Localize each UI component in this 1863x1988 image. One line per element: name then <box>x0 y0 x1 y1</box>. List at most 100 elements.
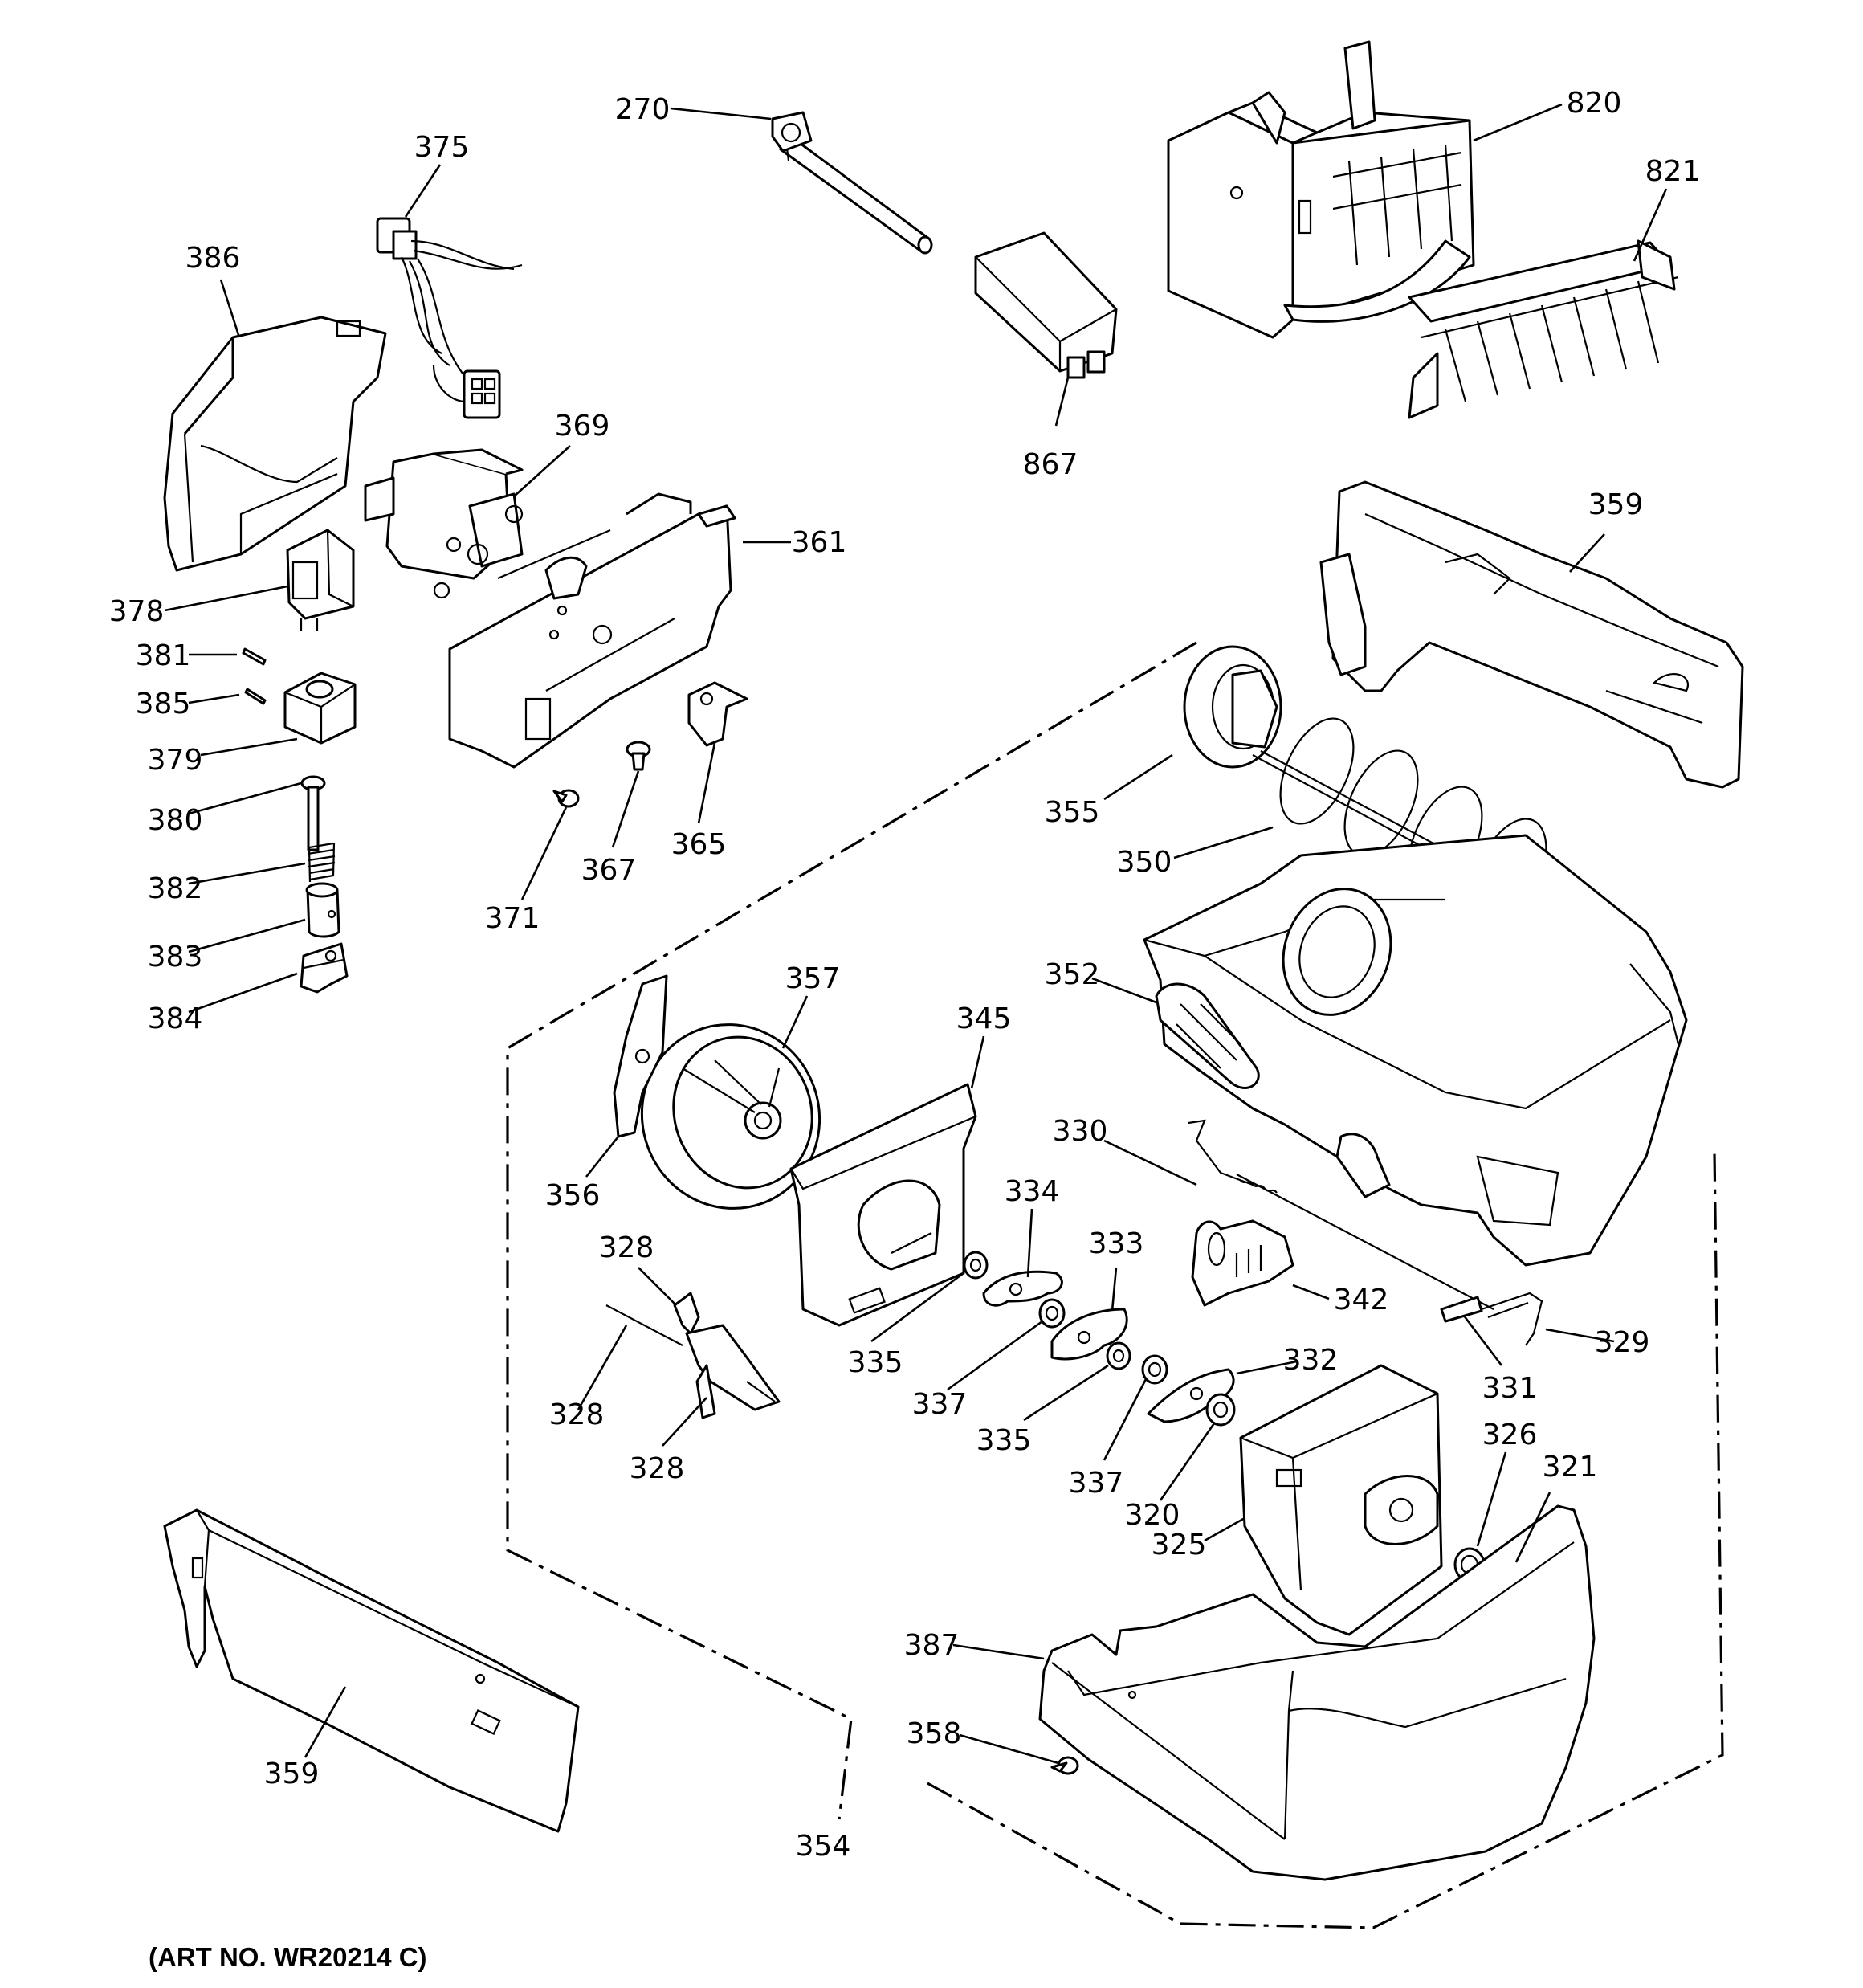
callout-345: 345 <box>956 1002 1012 1035</box>
part-386-motor-housing <box>163 316 387 572</box>
callout-335-bottom: 335 <box>976 1424 1032 1457</box>
leader-334 <box>1026 1208 1033 1278</box>
callout-330: 330 <box>1053 1115 1108 1148</box>
part-380-plunger <box>300 775 326 851</box>
callout-365: 365 <box>671 828 727 861</box>
leader-359-top <box>1569 533 1605 573</box>
callout-361: 361 <box>792 526 847 559</box>
callout-385: 385 <box>136 688 191 720</box>
callout-359-bottom: 359 <box>264 1757 320 1790</box>
callout-371: 371 <box>485 902 540 935</box>
callout-335-top: 335 <box>848 1346 903 1379</box>
part-381-pin <box>242 647 267 666</box>
part-359-upper-rail <box>1319 480 1744 789</box>
part-354-assembly <box>506 641 1724 1929</box>
leader-382 <box>188 862 306 885</box>
callout-325: 325 <box>1152 1529 1207 1561</box>
leader-379 <box>200 737 298 757</box>
callout-379: 379 <box>148 744 203 777</box>
leader-375 <box>404 164 442 218</box>
callout-382: 382 <box>148 872 203 905</box>
part-328-lever <box>605 1292 781 1419</box>
leader-821 <box>1633 188 1668 262</box>
leader-337-bottom <box>1103 1377 1148 1461</box>
leader-321 <box>1514 1492 1551 1563</box>
leader-369 <box>513 445 571 497</box>
part-352-ice-bucket <box>1143 834 1688 1267</box>
part-867-shutoff-arm <box>974 231 1118 379</box>
part-330-rod <box>1188 1119 1494 1310</box>
leader-359-bottom <box>304 1686 347 1758</box>
leader-386 <box>219 279 241 338</box>
part-820-ice-maker <box>1167 40 1475 339</box>
callout-367: 367 <box>581 854 637 887</box>
leader-387 <box>952 1643 1045 1660</box>
callout-380: 380 <box>148 804 203 837</box>
callout-867: 867 <box>1023 448 1078 481</box>
callout-355: 355 <box>1045 796 1100 829</box>
part-369-auger-motor <box>364 448 524 599</box>
leader-lines <box>164 103 1668 1765</box>
callout-328-top: 328 <box>599 1231 654 1264</box>
part-342-actuator <box>1191 1219 1294 1307</box>
callout-378: 378 <box>109 595 165 628</box>
part-382-spring <box>307 842 336 883</box>
callout-381: 381 <box>136 639 191 672</box>
part-821-ejector <box>1408 239 1679 419</box>
callout-332: 332 <box>1283 1344 1339 1377</box>
leader-820 <box>1473 103 1563 142</box>
part-332-cam <box>1147 1368 1235 1423</box>
leader-867 <box>1054 377 1070 427</box>
part-337-bushing <box>1038 1298 1168 1385</box>
leader-335-top <box>870 1272 964 1343</box>
part-356-blade <box>613 974 668 1138</box>
callout-369: 369 <box>555 410 610 443</box>
part-270-fill-tube <box>771 111 933 255</box>
callout-383: 383 <box>148 941 203 974</box>
leader-358 <box>959 1733 1059 1765</box>
part-367-screw <box>626 741 651 771</box>
callout-357: 357 <box>785 962 841 995</box>
leader-350 <box>1173 826 1274 859</box>
part-384-bracket <box>300 942 349 994</box>
callout-329: 329 <box>1595 1326 1650 1359</box>
callout-333: 333 <box>1089 1227 1144 1260</box>
part-385-pin <box>244 688 267 705</box>
leader-331 <box>1462 1315 1503 1366</box>
callout-labels: 270 375 820 821 386 369 361 867 359 378 … <box>109 87 1701 1863</box>
callout-320: 320 <box>1125 1499 1180 1532</box>
callout-356: 356 <box>545 1179 601 1212</box>
leader-367 <box>611 770 640 848</box>
part-325-crusher-block <box>1239 1364 1443 1636</box>
callout-386: 386 <box>185 242 241 275</box>
part-379-block <box>283 672 357 745</box>
leader-380 <box>188 782 302 815</box>
callout-384: 384 <box>148 1002 203 1035</box>
leader-335-bottom <box>1023 1364 1109 1422</box>
leader-357 <box>781 995 809 1049</box>
leader-326 <box>1476 1451 1507 1547</box>
part-371-screw <box>552 789 580 808</box>
callout-331: 331 <box>1482 1372 1538 1405</box>
part-361-bracket <box>448 492 736 769</box>
part-378-solenoid <box>286 529 355 631</box>
callout-359-top: 359 <box>1588 488 1644 521</box>
callout-350: 350 <box>1117 846 1172 879</box>
part-359-lower-rail <box>163 1508 580 1833</box>
callout-337-top: 337 <box>912 1388 968 1421</box>
part-357-crusher-housing <box>640 1023 821 1210</box>
leader-329 <box>1545 1328 1615 1343</box>
leader-333 <box>1111 1267 1118 1312</box>
part-365-clip <box>687 681 748 747</box>
callout-328-bottom: 328 <box>630 1452 685 1485</box>
part-329-rod-end <box>1481 1292 1543 1346</box>
leader-365 <box>697 742 716 824</box>
callout-821: 821 <box>1645 155 1701 188</box>
leader-328-bottom <box>662 1397 707 1447</box>
callout-352: 352 <box>1045 958 1100 991</box>
callout-337-bottom: 337 <box>1069 1467 1124 1500</box>
leader-330 <box>1103 1139 1197 1186</box>
leader-371 <box>520 806 568 900</box>
callout-326: 326 <box>1482 1419 1538 1451</box>
